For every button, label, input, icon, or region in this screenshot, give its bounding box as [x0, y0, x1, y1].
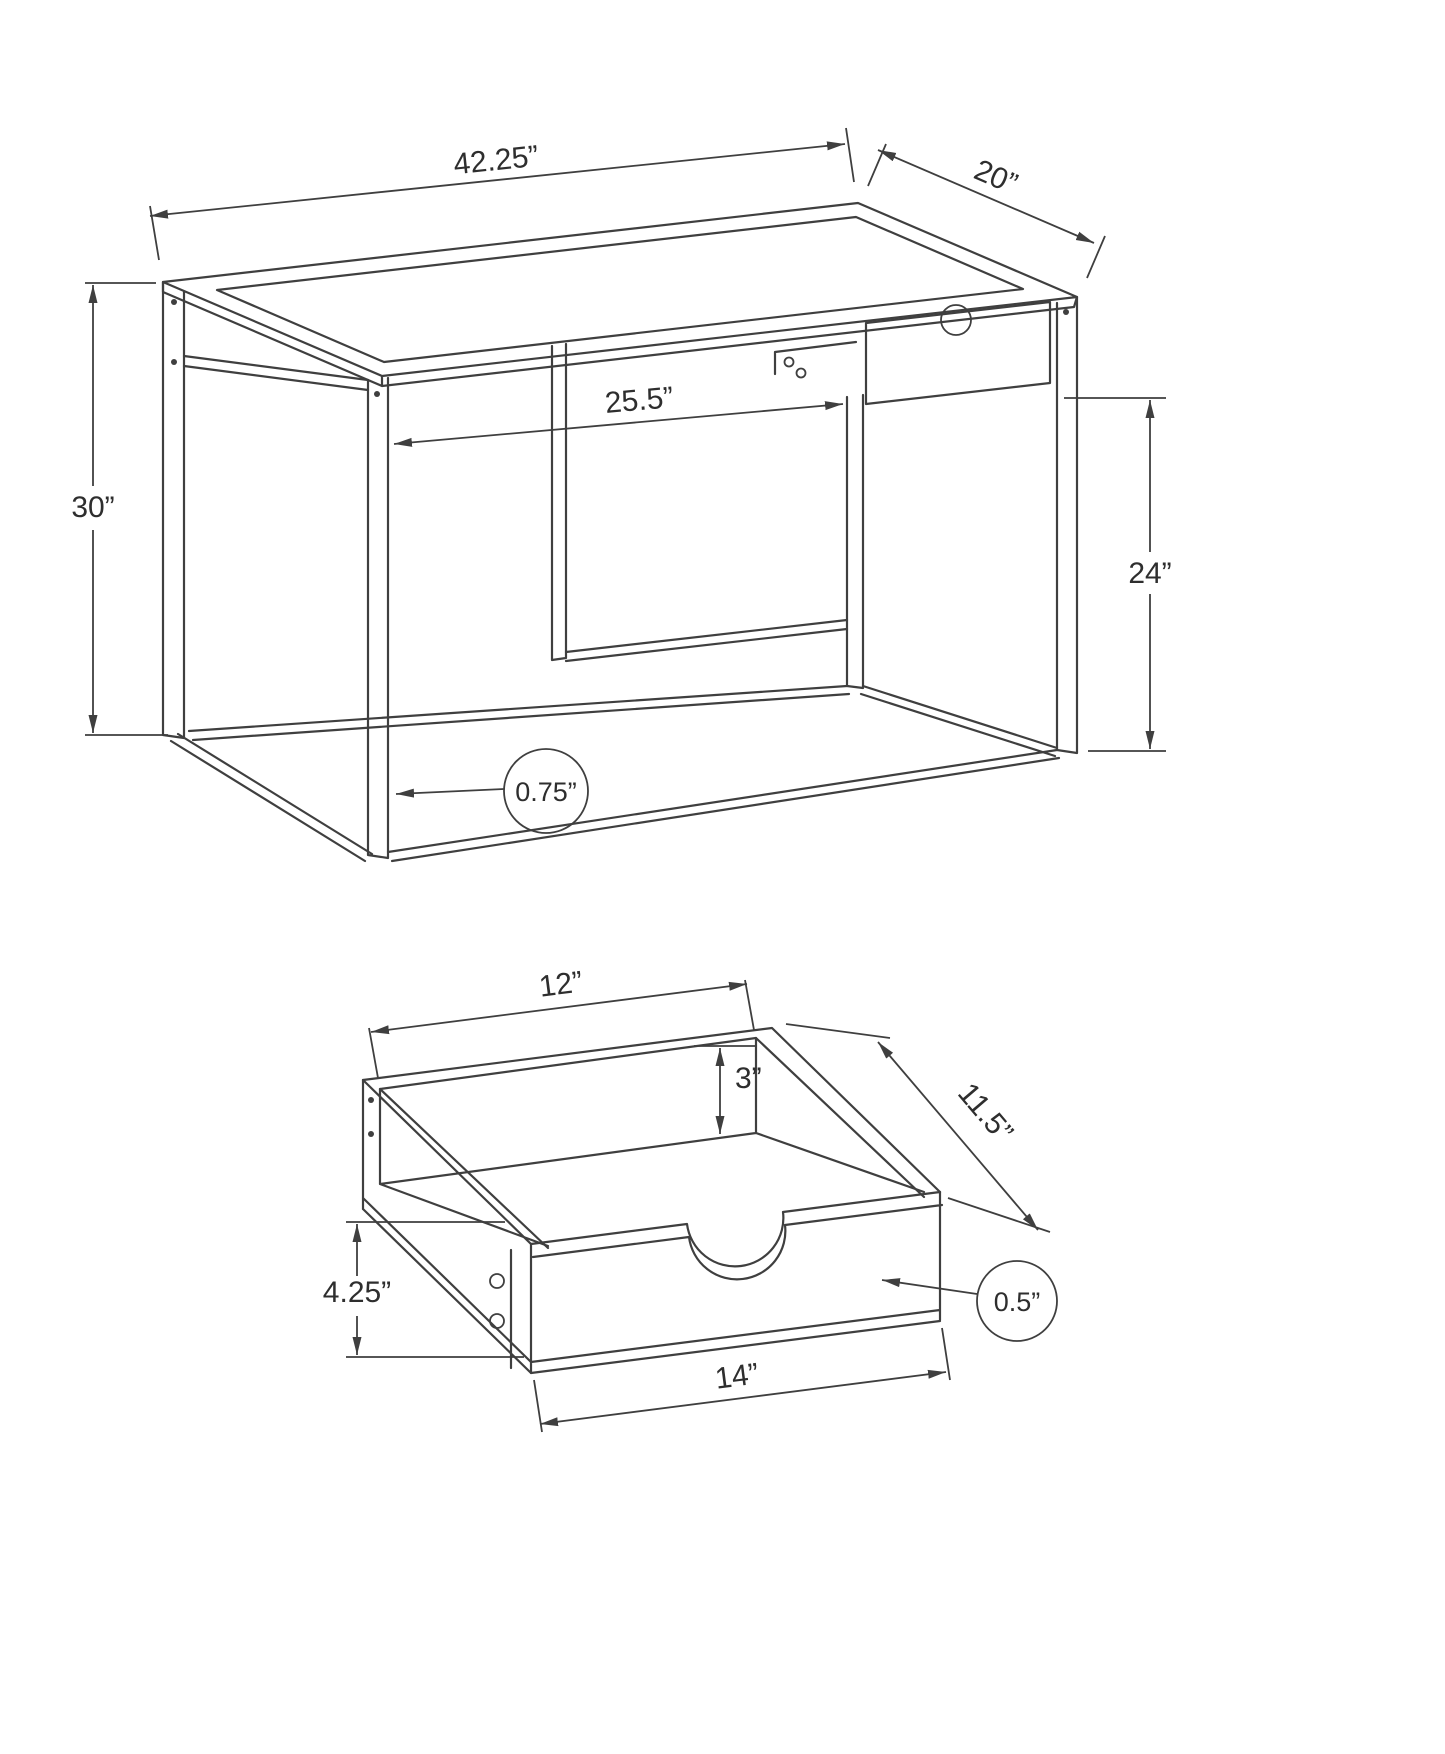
leg-screw-dot-4 [1063, 309, 1069, 315]
desk-depth-label: 20” [969, 154, 1022, 201]
drawer-front-height-extension-ticks [346, 1221, 524, 1358]
drawer-panel-thickness-label: 0.5” [994, 1287, 1041, 1317]
drawer-dimensions: 12” 3” 11.5” 4.25” 0.5” 14” [323, 965, 1058, 1433]
leg-screw-dot-1 [171, 299, 177, 305]
drawer-front-panel [529, 1190, 944, 1375]
drawer-screw-2 [489, 1313, 505, 1329]
desk-frame-thickness-label: 0.75” [515, 777, 577, 807]
desk-drawer-finger-hole [940, 304, 972, 336]
bracket-screw-2 [795, 367, 807, 379]
desk-opening-height-extension-ticks [1064, 397, 1166, 752]
drawer-drawing [361, 1026, 944, 1375]
desk-depth-dimension-line [877, 149, 1095, 244]
desk-drawer-slide-bracket [773, 340, 858, 376]
drawer-rim-outer [361, 1026, 942, 1246]
drawer-panel-thickness-bubble [976, 1260, 1058, 1342]
desk-opening-height-label: 24” [1128, 557, 1171, 590]
desk-center-support [550, 342, 568, 662]
drawer-left-panel [361, 1078, 533, 1375]
desk-drawing [161, 201, 1079, 863]
drawer-interior [378, 1036, 926, 1248]
desk-frame-thickness-bubble [503, 748, 589, 834]
desk-frame-thickness-leader [395, 788, 505, 798]
drawer-side-depth-dimension-line [877, 1041, 1039, 1231]
desk-drawer-front [864, 300, 1052, 406]
desk-rails [169, 354, 1061, 863]
bracket-screw-1 [783, 356, 795, 368]
desk-opening-width-dimension-line [393, 401, 844, 447]
drawer-inner-width-label: 12” [537, 965, 584, 1003]
leg-screw-dot-2 [171, 359, 177, 365]
drawer-screw-1 [489, 1273, 505, 1289]
drawer-front-width-dimension-line [539, 1369, 947, 1427]
desk-height-label: 30” [71, 491, 114, 524]
drawer-inner-height-label: 3” [735, 1062, 762, 1095]
drawer-rim-inner [378, 1036, 926, 1250]
desk-width-dimension-line [149, 141, 846, 219]
drawer-screw-dot-2 [368, 1131, 374, 1137]
drawer-panel-thickness-leader [881, 1278, 978, 1295]
desk-dimensions: 42.25” 20” 30” 25.5” 24” 0.75” [71, 127, 1172, 834]
desk-tabletop [161, 201, 1079, 388]
desk-width-label: 42.25” [452, 140, 540, 182]
leg-screw-dot-3 [374, 391, 380, 397]
drawer-inner-width-dimension-line [370, 981, 748, 1035]
drawer-side-depth-label: 11.5” [951, 1077, 1019, 1149]
desk-opening-width-label: 25.5” [604, 381, 675, 420]
drawer-front-width-label: 14” [713, 1357, 760, 1395]
desk-legs [161, 280, 1079, 860]
desk-height-extension-ticks [85, 282, 168, 736]
drawer-front-height-label: 4.25” [323, 1276, 391, 1309]
drawer-screw-dot-1 [368, 1097, 374, 1103]
